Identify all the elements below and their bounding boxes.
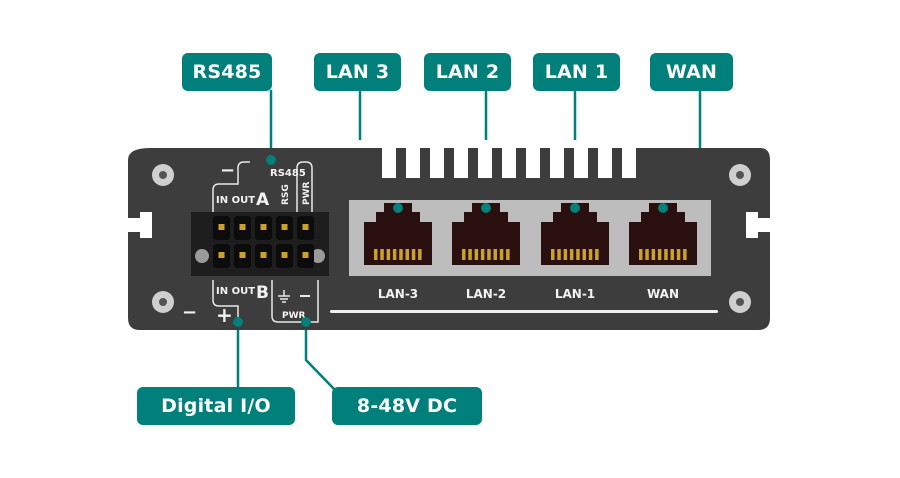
terminal-pin [281, 252, 288, 258]
screw-icon [152, 291, 174, 313]
rj45-contact [399, 249, 403, 260]
rj45-contact [639, 249, 643, 260]
port-label-wan: WAN [647, 287, 679, 301]
port-label-lan3: LAN-3 [378, 287, 418, 301]
heat-sink-fins [348, 140, 658, 178]
minus-marking-top: − [220, 160, 235, 181]
rj45-contact [418, 249, 422, 260]
rj45-contact [474, 249, 479, 260]
terminal-pin [239, 224, 246, 230]
rj45-contact [588, 249, 593, 260]
rj45-contact [374, 249, 378, 260]
rj45-contact [411, 249, 416, 260]
terminal-pin [281, 224, 288, 230]
screw-icon [729, 291, 751, 313]
screws [152, 164, 751, 313]
left-notch [128, 212, 152, 238]
rj45-contact [595, 249, 599, 260]
minus-marking-bottom: − [182, 302, 197, 323]
rj45-contact [670, 249, 674, 260]
rj45-port-wan [629, 203, 697, 265]
port-label-lan2: LAN-2 [466, 287, 506, 301]
ground-icon [278, 290, 290, 303]
rj45-port-lan-3 [364, 203, 432, 265]
terminal-pin [302, 252, 309, 258]
rj45-contact [392, 249, 397, 260]
leader-power [304, 322, 336, 391]
rj45-contact [506, 249, 510, 260]
rj45-contact [480, 249, 485, 260]
right-notch [746, 212, 770, 238]
rj45-contact [664, 249, 668, 260]
rj45-contact [462, 249, 466, 260]
rj45-port-lan-1 [541, 203, 609, 265]
rj45-contact [657, 249, 662, 260]
in-out-bottom: IN OUT [216, 286, 255, 297]
a-marking: A [256, 190, 270, 210]
rj45-contact [386, 249, 391, 260]
callout-dots [233, 155, 668, 327]
terminal-block [191, 212, 329, 276]
pwr-marking-bottom: PWR [282, 311, 306, 321]
in-out-top: IN OUT [216, 195, 255, 206]
callout-rs485: RS485 [182, 53, 272, 91]
port-label-lan1: LAN-1 [555, 287, 595, 301]
callout-lan1: LAN 1 [533, 53, 620, 91]
stripe [330, 310, 718, 313]
callout-lan2: LAN 2 [424, 53, 511, 91]
terminal-pin [260, 252, 267, 258]
rj45-contact [468, 249, 472, 260]
rj45-contact [683, 249, 687, 260]
rj45-contact [380, 249, 384, 260]
terminal-pin [218, 224, 225, 230]
rj45-contact [493, 249, 497, 260]
callout-digital-io: Digital I/O [137, 387, 295, 425]
screw-icon [152, 164, 174, 186]
terminal-pin [218, 252, 225, 258]
rj45-contact [557, 249, 561, 260]
rj45-contact [405, 249, 409, 260]
rj45-contact [563, 249, 568, 260]
screw-icon [729, 164, 751, 186]
terminal-pin [260, 224, 267, 230]
callout-wan: WAN [650, 53, 733, 91]
callout-power: 8-48V DC [332, 387, 482, 425]
terminal-pin [239, 252, 246, 258]
rj45-contact [569, 249, 574, 260]
terminal-pin [302, 224, 309, 230]
rj45-contact [551, 249, 555, 260]
rj45-contact [645, 249, 649, 260]
plus-marking: + [216, 303, 233, 327]
rj45-contact [576, 249, 580, 260]
rj45-contact [499, 249, 504, 260]
rj45-contact [582, 249, 586, 260]
pwr-marking-top: PWR [302, 181, 312, 205]
b-marking: B [256, 283, 269, 303]
rj45-contact [676, 249, 681, 260]
rj45-port-lan-2 [452, 203, 520, 265]
callout-lan3: LAN 3 [314, 53, 401, 91]
rj45-contact [487, 249, 491, 260]
rs485-marking: RS485 [270, 168, 306, 179]
rj45-contact [651, 249, 656, 260]
rsg-marking: RSG [281, 184, 291, 205]
